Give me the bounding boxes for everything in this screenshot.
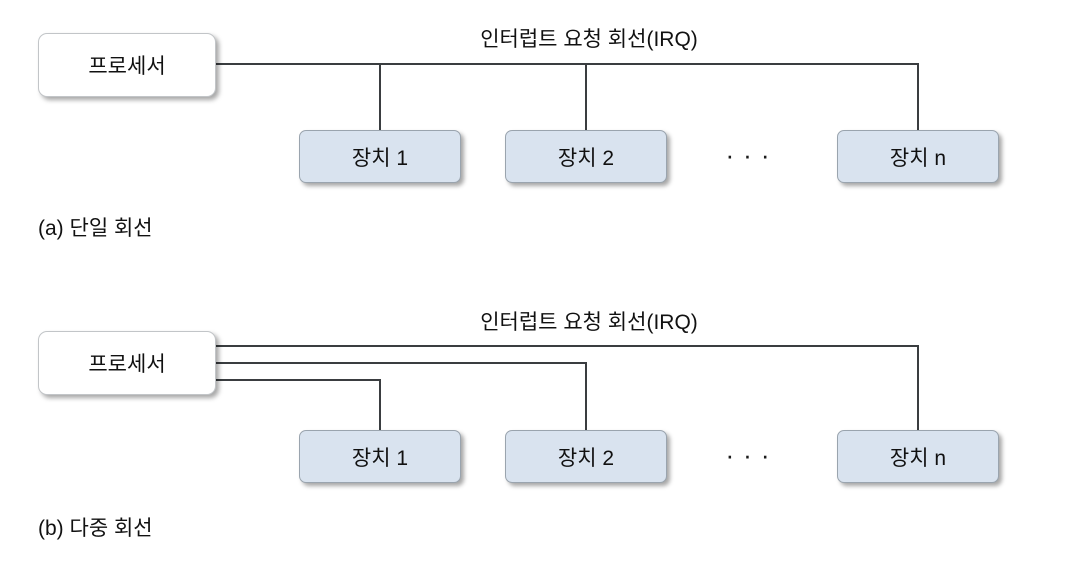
devices-ellipsis-b: ··· xyxy=(725,440,779,470)
device1-box-a: 장치 1 xyxy=(299,130,461,183)
device1-connector-b xyxy=(379,379,381,430)
device1-connector-a xyxy=(379,63,381,130)
device2-label-b: 장치 2 xyxy=(557,446,615,470)
device-n-connector-a xyxy=(917,63,919,130)
device2-box-b: 장치 2 xyxy=(505,430,667,483)
device2-box-a: 장치 2 xyxy=(505,130,667,183)
processor-box-b: 프로세서 xyxy=(38,331,216,395)
irq-line-label-a: 인터럽트 요청 회선(IRQ) xyxy=(480,28,698,51)
device-n-box-b: 장치 n xyxy=(837,430,999,483)
processor-label-b: 프로세서 xyxy=(88,353,166,376)
device1-box-b: 장치 1 xyxy=(299,430,461,483)
device-n-label-b: 장치 n xyxy=(889,446,947,470)
device-n-label-a: 장치 n xyxy=(889,146,947,170)
irq-line1-b xyxy=(216,345,919,347)
processor-label-a: 프로세서 xyxy=(88,55,166,78)
irq-bus-line-a xyxy=(216,63,919,65)
irq-line2-b xyxy=(216,362,587,364)
caption-a: (a) 단일 회선 xyxy=(38,217,153,240)
irq-line3-b xyxy=(216,379,381,381)
device-n-box-a: 장치 n xyxy=(837,130,999,183)
irq-line-label-b: 인터럽트 요청 회선(IRQ) xyxy=(480,311,698,334)
device2-label-a: 장치 2 xyxy=(557,146,615,170)
device1-label-a: 장치 1 xyxy=(351,146,409,170)
device1-label-b: 장치 1 xyxy=(351,446,409,470)
caption-b: (b) 다중 회선 xyxy=(38,517,153,540)
device-n-connector-b xyxy=(917,345,919,430)
device2-connector-a xyxy=(585,63,587,130)
devices-ellipsis-a: ··· xyxy=(725,140,779,170)
device2-connector-b xyxy=(585,362,587,430)
processor-box-a: 프로세서 xyxy=(38,33,216,97)
